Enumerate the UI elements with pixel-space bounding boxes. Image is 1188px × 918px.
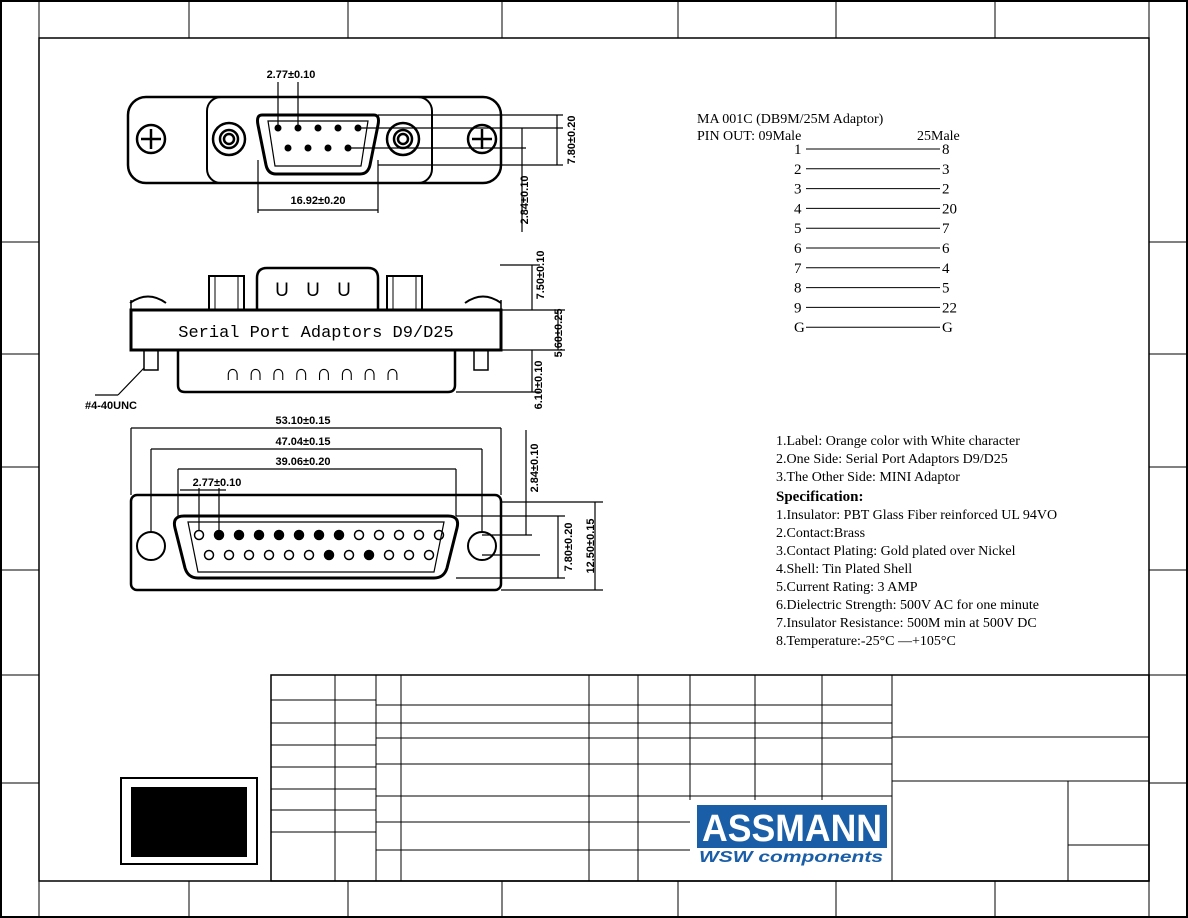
pin-to: 8: [942, 142, 950, 158]
pin-to: 5: [942, 281, 950, 297]
dim-db25-mount: 47.04±0.15: [276, 436, 331, 448]
spec-item: 6.Dielectric Strength: 500V AC for one m…: [776, 598, 1039, 613]
pinout-title: MA 001C (DB9M/25M Adaptor): [697, 112, 884, 127]
spec-heading: Specification:: [776, 489, 864, 505]
stamp-box: [120, 777, 258, 865]
db9-front-view: [126, 95, 503, 185]
dim-db25-shell: 39.06±0.20: [276, 456, 331, 468]
pin-from: 7: [794, 261, 802, 277]
pin-to: 2: [942, 182, 950, 198]
spec-item: 2.Contact:Brass: [776, 526, 865, 541]
dim-db25-height-outer: 12.50±0.15: [585, 519, 597, 574]
db25-pins: [193, 529, 445, 561]
pinout-row: 4 20: [794, 201, 957, 217]
dim-side-middle: 5.60±0.25: [553, 309, 565, 358]
pin-to: 6: [942, 241, 950, 257]
specification-list: 1.Insulator: PBT Glass Fiber reinforced …: [776, 508, 1057, 649]
note-line: 2.One Side: Serial Port Adaptors D9/D25: [776, 452, 1008, 467]
dim-db25-overall: 53.10±0.15: [276, 415, 331, 427]
note-line: 1.Label: Orange color with White charact…: [776, 434, 1020, 449]
logo-tagline: WSW components: [699, 849, 883, 866]
db9-dimension-lines: [257, 82, 563, 232]
pin-to: 4: [942, 261, 950, 277]
spec-item: 7.Insulator Resistance: 500M min at 500V…: [776, 616, 1037, 631]
side-label: Serial Port Adaptors D9/D25: [178, 324, 453, 343]
pin-to: 7: [942, 221, 950, 237]
pin-from: 1: [794, 142, 802, 158]
pin-from: 2: [794, 162, 802, 178]
spec-item: 3.Contact Plating: Gold plated over Nick…: [776, 544, 1016, 559]
pin-to: G: [942, 320, 953, 336]
db25-front-view: [129, 493, 503, 592]
pin-from: G: [794, 320, 805, 336]
spec-item: 5.Current Rating: 3 AMP: [776, 580, 918, 595]
side-view: [129, 266, 503, 394]
db25-dimension-lines: [130, 427, 603, 591]
notes: 1.Label: Orange color with White charact…: [776, 434, 1020, 485]
dim-db9-row-offset: 2.84±0.10: [519, 176, 531, 225]
pin-from: 4: [794, 201, 802, 217]
assmann-logo: ASSMANN WSW components: [697, 805, 887, 866]
pin-from: 9: [794, 300, 802, 316]
dim-screw-thread: #4-40UNC: [85, 400, 137, 412]
side-top-contacts: U U U: [275, 280, 357, 301]
note-line: 3.The Other Side: MINI Adaptor: [776, 470, 960, 485]
pin-to: 20: [942, 201, 957, 217]
pinout-row: 9 22: [794, 300, 957, 316]
dim-db25-pitch: 2.77±0.10: [193, 477, 242, 489]
dim-side-top: 7.50±0.10: [535, 251, 547, 300]
pinout-header-left: PIN OUT: 09Male: [697, 129, 801, 144]
dim-db9-height: 7.80±0.20: [566, 116, 578, 165]
dim-db9-width: 16.92±0.20: [291, 195, 346, 207]
pin-from: 8: [794, 281, 802, 297]
spec-item: 1.Insulator: PBT Glass Fiber reinforced …: [776, 508, 1057, 523]
dim-db25-row-offset: 2.84±0.10: [529, 444, 541, 493]
pin-to: 3: [942, 162, 950, 178]
spec-item: 4.Shell: Tin Plated Shell: [776, 562, 912, 577]
pin-from: 6: [794, 241, 802, 257]
dim-side-bottom: 6.10±0.10: [533, 361, 545, 410]
logo-brand: ASSMANN: [702, 808, 882, 850]
side-dimension-lines: [95, 264, 565, 396]
side-bottom-contacts: ∩∩∩∩∩∩∩∩: [225, 360, 408, 385]
pin-from: 3: [794, 182, 802, 198]
pinout-header-right: 25Male: [917, 129, 960, 144]
dim-db9-pitch: 2.77±0.10: [267, 69, 316, 81]
pin-from: 5: [794, 221, 802, 237]
title-block: [270, 674, 1150, 882]
dim-db25-height-inner: 7.80±0.20: [563, 523, 575, 572]
spec-item: 8.Temperature:-25°C —+105°C: [776, 634, 956, 649]
pin-to: 22: [942, 300, 957, 316]
